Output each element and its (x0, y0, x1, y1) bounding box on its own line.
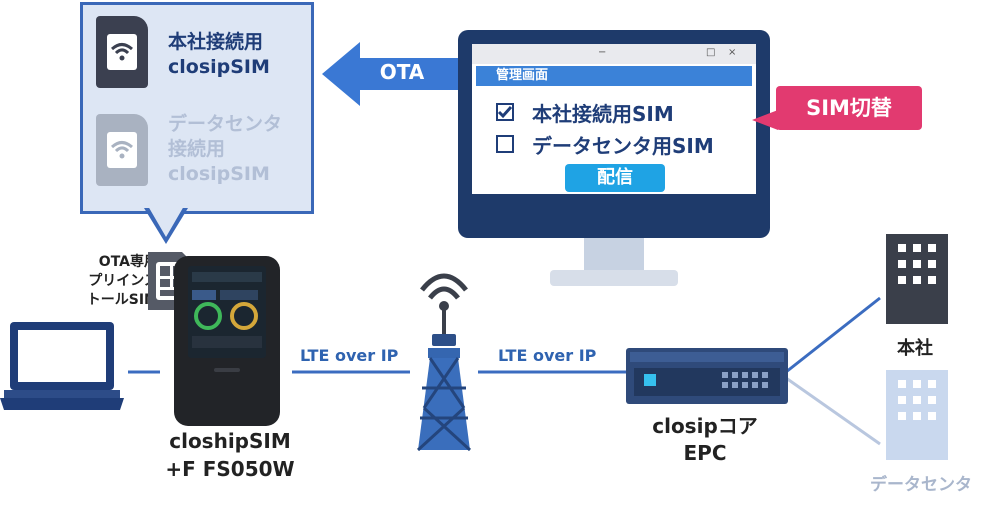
datacenter-sim-label: データセンタ 接続用 closipSIM (168, 112, 282, 187)
epc-caption: closipコア EPC (630, 413, 780, 467)
minimize-icon[interactable]: − (598, 47, 607, 58)
wifi-icon (107, 132, 137, 168)
ota-arrow (322, 42, 464, 106)
option1-label: 本社接続用SIM (532, 102, 674, 126)
link-label-left: LTE over IP (300, 346, 399, 365)
router-caption-line1: closhipSIM (169, 429, 291, 453)
datacenter-building-icon (886, 370, 948, 460)
mobile-router-device (174, 256, 280, 426)
check-icon (497, 106, 513, 119)
headquarters-building-icon (886, 234, 948, 324)
main-sim-card-icon (96, 16, 148, 88)
switch-badge-tail (752, 110, 778, 130)
dc-sim-label-line1: データセンタ (168, 113, 283, 135)
laptop-icon (0, 322, 124, 410)
datacenter-sim-card-icon (96, 114, 148, 186)
link-label-right: LTE over IP (498, 346, 597, 365)
headquarters-label: 本社 (897, 338, 933, 359)
monitor-neck (584, 238, 644, 272)
close-icon[interactable]: × (728, 47, 737, 58)
main-sim-label: 本社接続用 closipSIM (168, 30, 270, 80)
cell-tower-icon (416, 273, 472, 452)
option2-label: データセンタ用SIM (532, 134, 714, 158)
window-title: 管理画面 (476, 66, 752, 86)
ota-preinstalled-sim-label: OTA専用 プリインス トールSIM (28, 253, 158, 310)
main-sim-label-line2: closipSIM (168, 56, 270, 78)
ota-arrow-label: OTA (379, 60, 425, 84)
monitor-base (550, 270, 678, 286)
callout-tail-inner (148, 206, 184, 237)
ota-sim-label-line3: トールSIM (86, 292, 158, 308)
ota-sim-label-line2: プリインス (88, 273, 158, 289)
wifi-icon (107, 34, 137, 70)
option2-checkbox[interactable] (496, 135, 514, 153)
maximize-icon[interactable]: □ (706, 47, 716, 58)
dc-sim-label-line2: 接続用 (168, 138, 226, 160)
epc-caption-line2: EPC (683, 441, 727, 465)
dc-sim-label-line3: closipSIM (168, 163, 270, 185)
main-sim-label-line1: 本社接続用 (168, 31, 264, 53)
window-titlebar: − □ × (472, 44, 756, 64)
deliver-button[interactable]: 配信 (565, 164, 665, 192)
sim-switch-badge: SIM切替 (776, 86, 922, 130)
datacenter-label: データセンタ (870, 475, 972, 495)
ota-sim-label-line1: OTA専用 (98, 254, 158, 270)
epc-caption-line1: closipコア (652, 414, 758, 438)
epc-appliance-icon (626, 348, 788, 404)
option1-checkbox[interactable] (496, 103, 514, 121)
router-caption-line2: +F FS050W (165, 457, 295, 481)
router-caption: closhipSIM +F FS050W (140, 427, 320, 483)
